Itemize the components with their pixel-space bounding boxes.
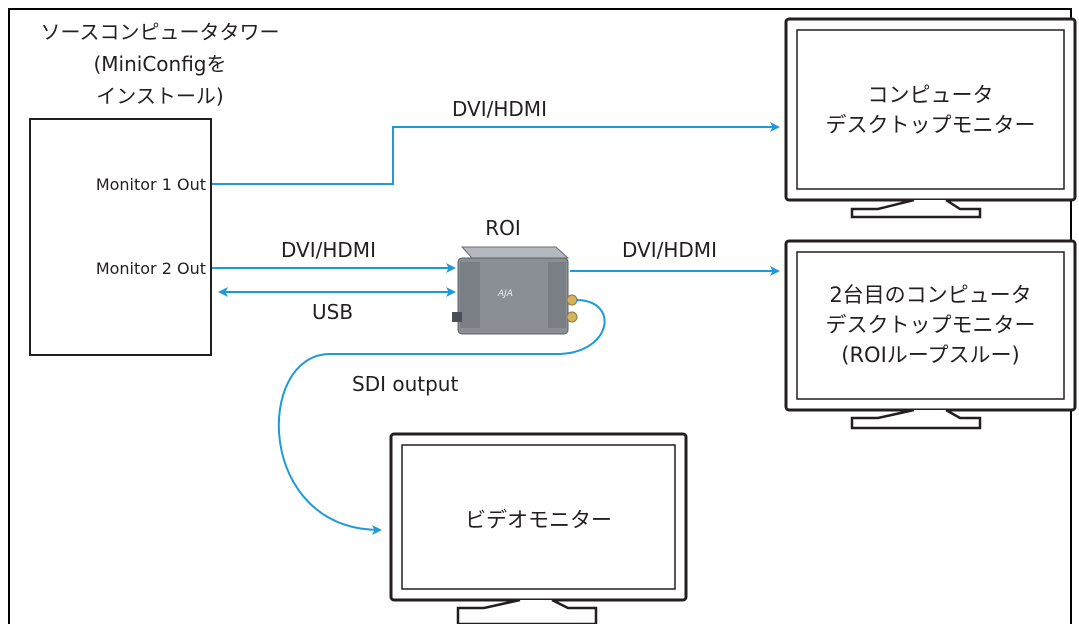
sdi-output-cable bbox=[277, 299, 606, 535]
source-computer-title-line-1: ソースコンピュータタワー bbox=[40, 20, 280, 44]
video-monitor-label: ビデオモニター bbox=[465, 508, 612, 532]
roi-device-label: ROI bbox=[485, 216, 521, 240]
video-monitor-icon bbox=[389, 432, 688, 624]
second-monitor-label: 2台目のコンピュータ デスクトップモニター (ROIループスルー) bbox=[825, 283, 1036, 367]
source-computer-title-line-3: インストール) bbox=[96, 84, 224, 108]
dvi-hdmi-label-desktop: DVI/HDMI bbox=[452, 97, 547, 121]
dvi-hdmi-label-roi: DVI/HDMI bbox=[281, 238, 376, 262]
source-computer-title-line-2: (MiniConfigを bbox=[93, 52, 227, 76]
desktop-monitor-label: コンピュータ デスクトップモニター bbox=[825, 83, 1036, 137]
source-computer-box bbox=[29, 118, 212, 356]
usb-label: USB bbox=[312, 300, 354, 324]
monitor-2-out-port-label: Monitor 2 Out bbox=[95, 259, 206, 278]
dvi-hdmi-line-to-desktop-monitor bbox=[212, 122, 780, 185]
dvi-hdmi-label-second: DVI/HDMI bbox=[622, 238, 717, 262]
sdi-output-label: SDI output bbox=[352, 372, 459, 396]
monitor-1-out-port-label: Monitor 1 Out bbox=[95, 175, 206, 194]
second-monitor-icon bbox=[784, 239, 1077, 430]
desktop-monitor-icon bbox=[784, 17, 1077, 219]
roi-device-image: AJA bbox=[452, 246, 578, 335]
device-brand-logo: AJA bbox=[497, 289, 513, 299]
